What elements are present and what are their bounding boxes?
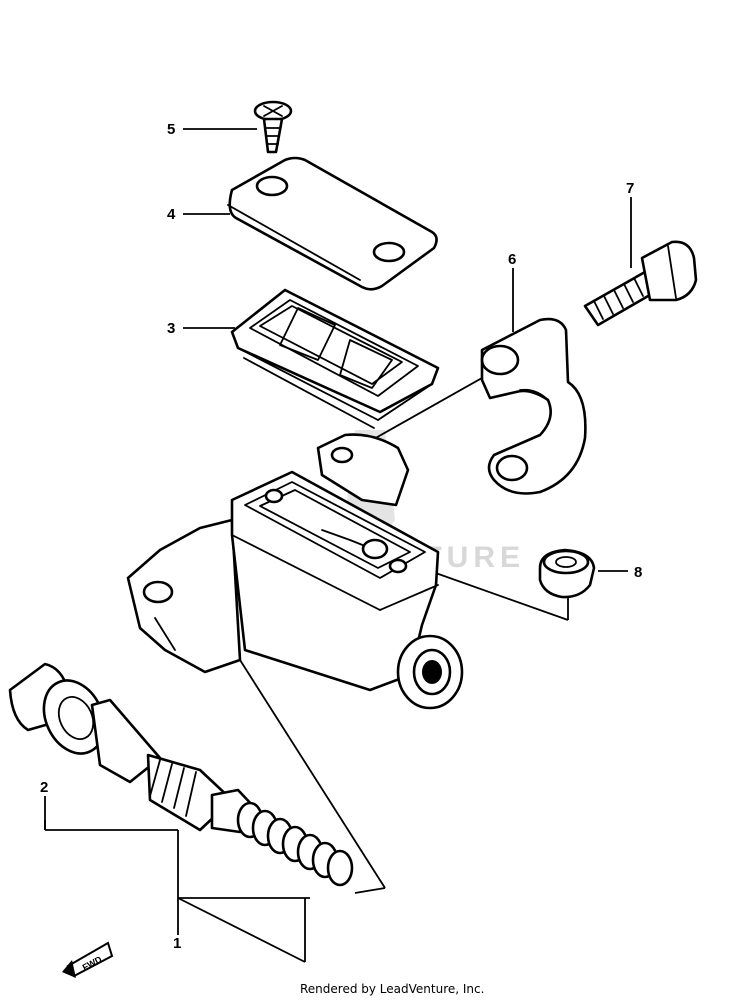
part-6-handlebar-clamp[interactable]: [480, 317, 587, 495]
part-3-diaphragm[interactable]: [230, 288, 440, 429]
master-cylinder-body[interactable]: [126, 433, 464, 710]
callout-4: 4: [167, 206, 176, 223]
callout-5: 5: [167, 121, 175, 138]
callout-leaders: [44, 128, 632, 963]
callout-1: 1: [173, 935, 181, 952]
part-8-cap-nut[interactable]: [538, 548, 596, 599]
part-7-clamp-bolt[interactable]: [583, 240, 698, 327]
callout-8: 8: [634, 564, 642, 581]
credit-text: Rendered by LeadVenture, Inc.: [300, 982, 485, 996]
fwd-arrow-icon: FWD: [62, 941, 114, 978]
callout-3: 3: [167, 320, 175, 337]
part-4-reservoir-cap[interactable]: [227, 156, 438, 291]
callout-6: 6: [508, 251, 516, 268]
callout-labels: 5 4 3 6 7 8 2 1: [40, 121, 642, 952]
part-5-screw[interactable]: [253, 100, 293, 154]
callout-2: 2: [40, 779, 48, 796]
spring: [236, 801, 354, 887]
callout-7: 7: [626, 180, 634, 197]
part-1-piston-kit[interactable]: [8, 662, 354, 887]
